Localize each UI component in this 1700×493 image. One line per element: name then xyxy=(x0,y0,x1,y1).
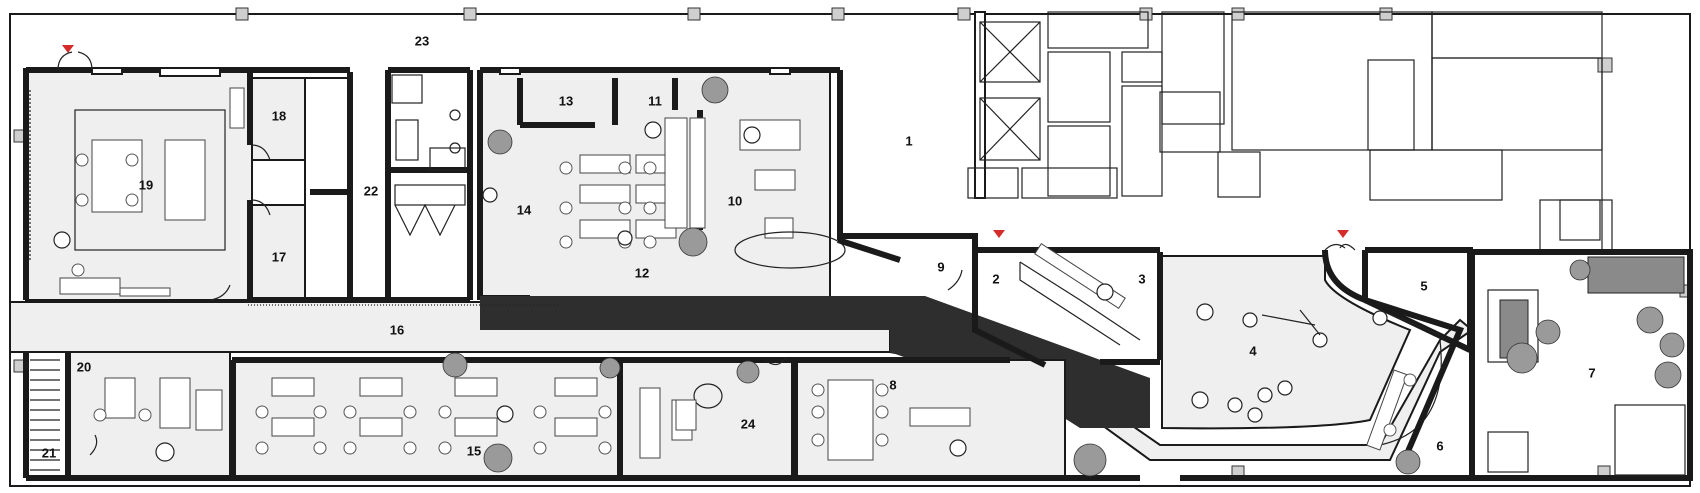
room-label-23: 23 xyxy=(415,33,429,48)
room-label-9: 9 xyxy=(937,259,944,274)
room-label-20: 20 xyxy=(77,359,91,374)
room-label-17: 17 xyxy=(272,249,286,264)
room-label-3: 3 xyxy=(1138,271,1145,286)
room-label-18: 18 xyxy=(272,108,286,123)
bottom-wing-furniture xyxy=(93,352,1107,477)
entrance-markers xyxy=(62,45,1349,238)
room-label-7: 7 xyxy=(1588,365,1595,380)
entrance-marker-east xyxy=(1337,230,1349,238)
ramp xyxy=(480,296,1150,428)
room-7-terrace xyxy=(1469,249,1693,481)
stairs xyxy=(30,359,60,471)
room-4-people xyxy=(1191,303,1328,423)
room-label-1: 1 xyxy=(905,133,912,148)
room-label-19: 19 xyxy=(139,177,153,192)
entrance-marker-west xyxy=(62,45,74,53)
room-label-15: 15 xyxy=(467,443,481,458)
room-label-22: 22 xyxy=(364,183,378,198)
room-label-24: 24 xyxy=(741,416,756,431)
room-18 xyxy=(251,77,311,161)
room-label-6: 6 xyxy=(1436,438,1443,453)
doors xyxy=(57,51,1356,456)
room-label-11: 11 xyxy=(648,93,662,108)
room-label-21: 21 xyxy=(42,445,56,460)
left-wing-walls xyxy=(23,67,843,303)
room-label-13: 13 xyxy=(559,93,573,108)
restroom-fixtures xyxy=(391,74,466,237)
center-rooms xyxy=(837,233,1163,368)
meeting-room-furniture xyxy=(29,87,245,297)
open-office-furniture xyxy=(482,76,846,269)
entrance-marker-center xyxy=(993,230,1005,238)
room-label-2: 2 xyxy=(992,271,999,286)
room-label-16: 16 xyxy=(390,322,404,337)
room-4 xyxy=(1161,255,1412,430)
room-label-12: 12 xyxy=(635,265,649,280)
service-core xyxy=(967,11,1613,251)
room-label-5: 5 xyxy=(1420,278,1427,293)
room-label-8: 8 xyxy=(889,377,896,392)
room-label-14: 14 xyxy=(517,202,532,217)
bottom-wing-walls xyxy=(23,352,1470,481)
room-label-10: 10 xyxy=(728,193,742,208)
room-label-4: 4 xyxy=(1249,343,1257,358)
